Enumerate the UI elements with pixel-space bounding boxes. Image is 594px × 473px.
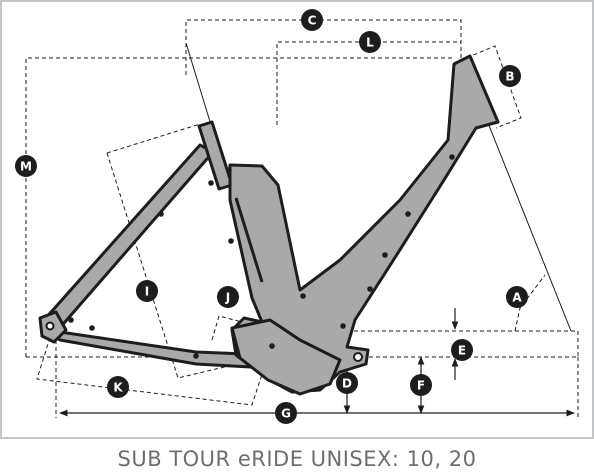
- bolt: [300, 293, 306, 299]
- badge-b: [499, 65, 521, 87]
- bolt: [68, 317, 74, 323]
- badge-g: [275, 402, 297, 424]
- badge-i: [136, 280, 158, 302]
- b-guide: [453, 45, 522, 129]
- bolt: [367, 286, 373, 292]
- bolt: [158, 211, 164, 217]
- c-guide: [185, 19, 462, 75]
- badge-k-label: K: [113, 381, 123, 395]
- bolt: [340, 323, 346, 329]
- bb-axle: [353, 352, 363, 362]
- badge-k: [107, 376, 129, 398]
- k-guide: [36, 330, 266, 406]
- a-axis-line: [485, 117, 572, 332]
- badge-f: [410, 374, 432, 396]
- main-frame: [228, 54, 500, 394]
- badge-c: [301, 9, 323, 31]
- badge-j: [217, 286, 239, 308]
- j-guide: [211, 315, 243, 341]
- bolt: [226, 167, 232, 173]
- battery-slot: [234, 197, 264, 283]
- badge-m: [15, 155, 37, 177]
- model-caption: SUB TOUR eRIDE UNISEX: 10, 20: [117, 447, 477, 471]
- badge-m-label: M: [20, 160, 32, 174]
- badge-l-label: L: [366, 36, 374, 50]
- badge-d: [336, 372, 358, 394]
- bolt: [208, 180, 214, 186]
- l-guide: [276, 41, 461, 125]
- bolt: [269, 343, 275, 349]
- bolt: [193, 353, 199, 359]
- a-guide: [514, 274, 546, 332]
- badge-a: [506, 286, 528, 308]
- bolt: [405, 211, 411, 217]
- bolt: [228, 238, 234, 244]
- badge-a-label: A: [512, 291, 522, 305]
- badge-e-label: E: [458, 344, 466, 358]
- badge-i-label: I: [145, 285, 149, 299]
- m-guide: [25, 57, 455, 357]
- bolt: [449, 154, 455, 160]
- badge-l: [359, 31, 381, 53]
- badge-g-label: G: [281, 407, 291, 421]
- badge-c-label: C: [308, 14, 317, 28]
- badge-e: [451, 339, 473, 361]
- rear-axle: [45, 321, 55, 331]
- outer-border: [0, 0, 594, 439]
- bike-frame: [38, 54, 500, 396]
- badge-f-label: F: [417, 379, 425, 393]
- bolt: [382, 252, 388, 258]
- badges: C L B M I J A E D F K G: [15, 9, 528, 424]
- motor-housing: [230, 318, 342, 396]
- frame-bolts: [68, 154, 455, 359]
- seat-stays: [42, 143, 215, 332]
- badge-j-label: J: [225, 291, 230, 305]
- badge-d-label: D: [342, 377, 352, 391]
- badge-b-label: B: [505, 70, 514, 84]
- bolt: [89, 325, 95, 331]
